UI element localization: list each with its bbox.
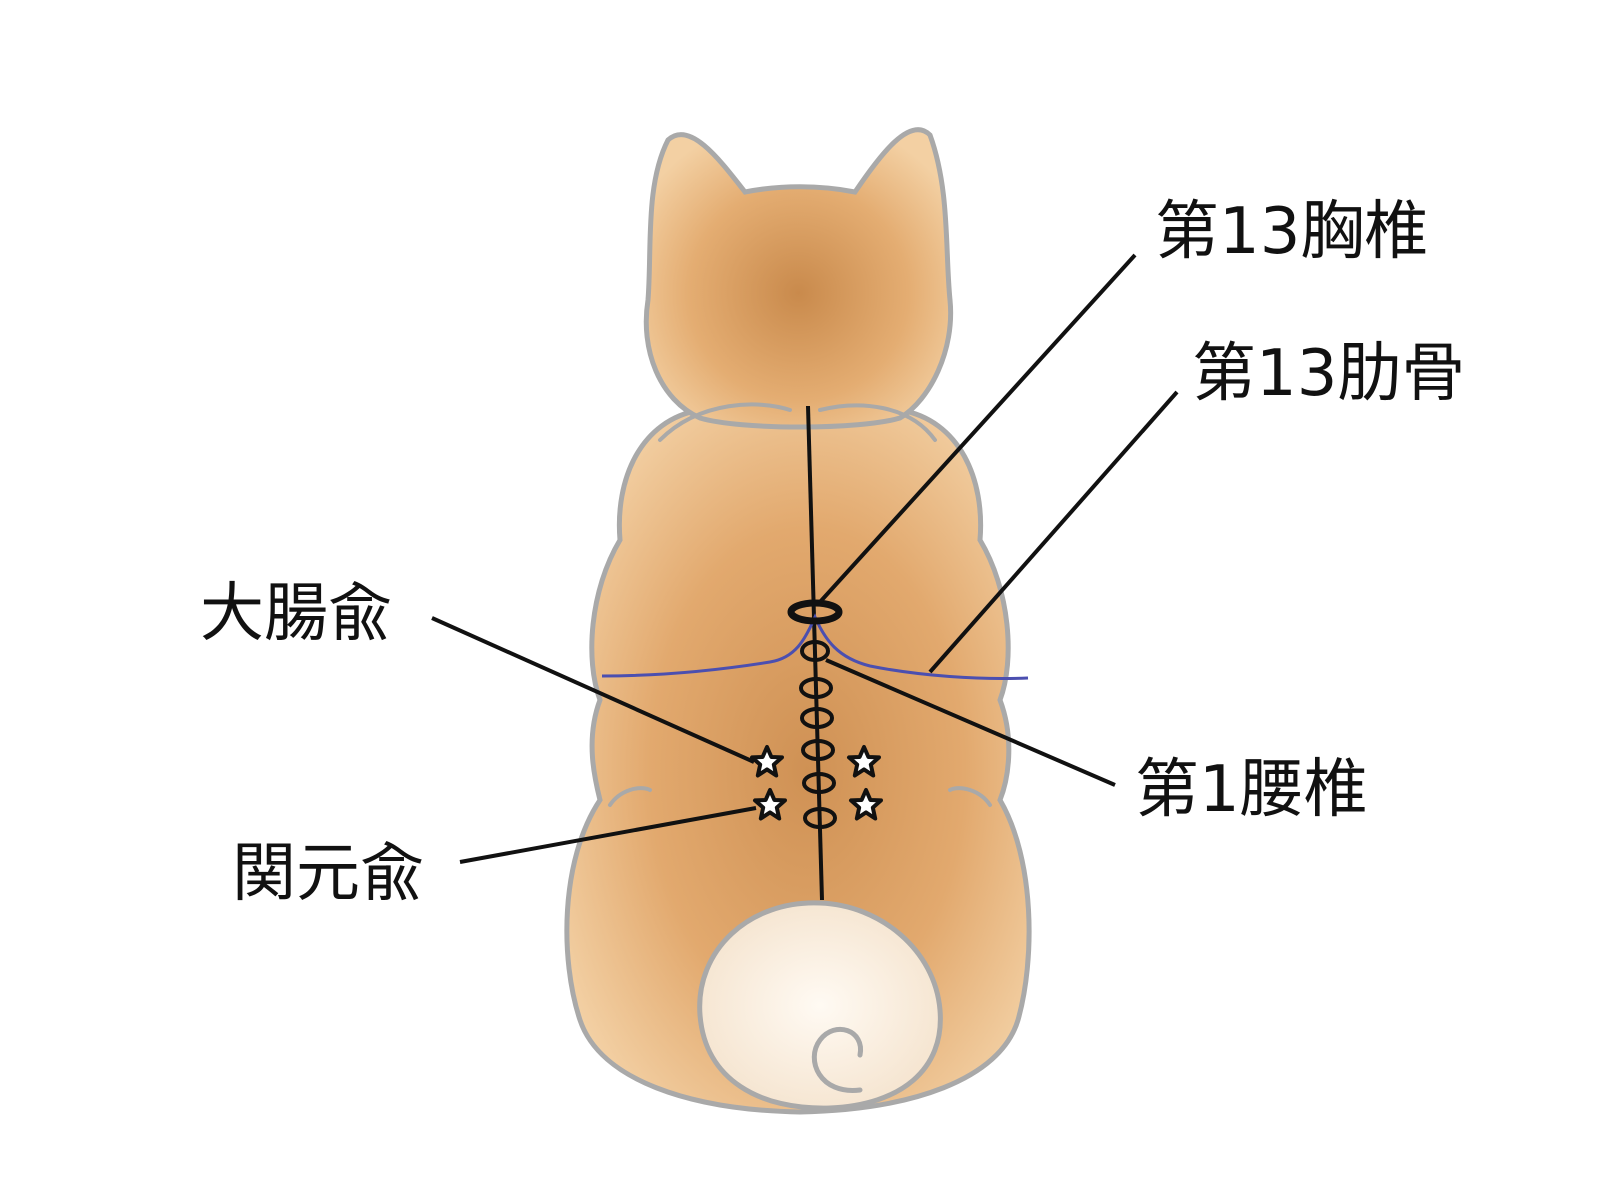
leader-dachangyu [431, 616, 755, 764]
label-rib-13: 第13肋骨 [1192, 337, 1466, 411]
leader-thoracic-13 [818, 253, 1137, 604]
lumbar-vertebra-marker [799, 677, 833, 699]
thoracic-13-marker [787, 599, 843, 625]
lumbar-vertebra-marker [803, 807, 837, 829]
spine-line [806, 405, 824, 901]
label-thoracic-13: 第13胸椎 [1155, 195, 1429, 269]
lumbar-vertebra-marker [801, 739, 835, 761]
lumbar-vertebra-marker [800, 707, 834, 729]
dog-head [643, 127, 954, 430]
leader-lumbar-1 [825, 658, 1116, 787]
label-lumbar-1: 第1腰椎 [1135, 753, 1368, 827]
hip-fold-right [948, 786, 992, 807]
dog-tail [697, 900, 943, 1111]
label-guanyuanyu: 関元兪 [232, 837, 424, 911]
hip-fold-left [608, 786, 652, 807]
tail-curl [811, 1026, 863, 1093]
lumbar-1-marker [800, 640, 830, 662]
label-dachangyu: 大腸兪 [200, 577, 392, 651]
rib-13-line [601, 613, 1029, 680]
leader-guanyuanyu [459, 806, 757, 864]
leader-rib-13 [928, 390, 1179, 674]
lumbar-vertebra-marker [802, 772, 836, 794]
neck-fold [658, 402, 937, 442]
